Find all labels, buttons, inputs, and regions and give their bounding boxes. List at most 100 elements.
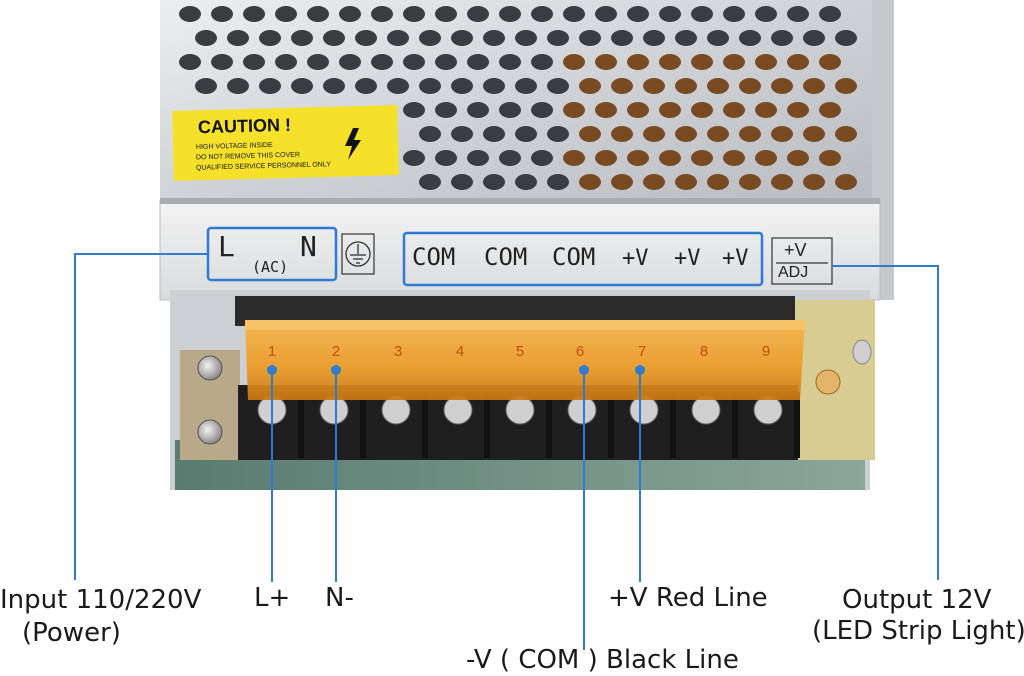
panel-v-2: +V — [674, 246, 701, 271]
vent-hole — [243, 6, 265, 22]
panel-fold — [160, 198, 880, 204]
vent-hole — [659, 102, 681, 118]
vent-hole — [467, 102, 489, 118]
vent-hole — [499, 54, 521, 70]
vent-hole — [499, 102, 521, 118]
vent-hole — [451, 174, 473, 190]
vent-hole — [691, 6, 713, 22]
vent-hole — [339, 54, 361, 70]
vent-hole — [419, 30, 441, 46]
vent-hole — [755, 150, 777, 166]
dot-n — [331, 365, 341, 375]
vent-hole — [515, 126, 537, 142]
vent-hole — [627, 54, 649, 70]
caution-title: CAUTION ! — [197, 114, 292, 138]
vent-hole — [291, 30, 313, 46]
vent-hole — [595, 102, 617, 118]
terminal-screw — [629, 395, 659, 425]
terminal-number: 6 — [575, 343, 585, 360]
vent-hole — [195, 78, 217, 94]
vent-hole — [563, 54, 585, 70]
vent-hole — [435, 54, 457, 70]
panel-com-1: COM — [412, 243, 456, 271]
vent-hole — [467, 150, 489, 166]
vent-hole — [419, 174, 441, 190]
vent-hole — [707, 174, 729, 190]
input-callout-line2: (Power) — [22, 618, 121, 648]
vent-hole — [243, 54, 265, 70]
vent-hole — [403, 150, 425, 166]
vent-hole — [739, 30, 761, 46]
vent-hole — [515, 78, 537, 94]
vent-hole — [499, 6, 521, 22]
output-callout-line1: Output 12V — [842, 585, 992, 615]
vent-hole — [515, 30, 537, 46]
vent-hole — [691, 102, 713, 118]
vent-hole — [387, 78, 409, 94]
vent-hole — [547, 78, 569, 94]
vent-hole — [835, 174, 857, 190]
vent-hole — [355, 78, 377, 94]
terminal-screw — [381, 395, 411, 425]
label-panel — [159, 199, 881, 301]
vent-hole — [419, 78, 441, 94]
panel-adj-label: ADJ — [778, 264, 809, 281]
vent-hole — [611, 78, 633, 94]
vent-hole — [675, 174, 697, 190]
vent-hole — [371, 6, 393, 22]
vent-hole — [611, 174, 633, 190]
vent-hole — [179, 54, 201, 70]
cover-edge — [245, 320, 805, 330]
terminal-separator — [732, 392, 738, 458]
dot-l — [267, 365, 277, 375]
terminal-separator — [546, 392, 552, 458]
panel-adj-v: +V — [784, 240, 807, 260]
vent-hole — [771, 126, 793, 142]
vent-hole — [531, 54, 553, 70]
vent-hole — [675, 126, 697, 142]
dot-com — [579, 365, 589, 375]
red-line-label: +V Red Line — [608, 583, 768, 613]
callout-dots — [267, 365, 645, 375]
vent-hole — [819, 102, 841, 118]
vent-hole — [563, 150, 585, 166]
vent-hole — [451, 30, 473, 46]
vent-hole — [259, 78, 281, 94]
vent-hole — [691, 54, 713, 70]
vent-hole — [323, 78, 345, 94]
vent-hole — [371, 54, 393, 70]
vent-hole — [355, 30, 377, 46]
vent-hole — [499, 150, 521, 166]
vent-hole — [723, 54, 745, 70]
vent-hole — [211, 54, 233, 70]
callout-lines — [74, 253, 939, 650]
vent-hole — [723, 6, 745, 22]
vent-hole — [547, 30, 569, 46]
terminal-separator — [298, 392, 304, 458]
terminal-screw — [753, 395, 783, 425]
vent-hole — [419, 126, 441, 142]
terminal-number: 3 — [393, 343, 403, 360]
vent-hole — [611, 30, 633, 46]
vent-hole — [403, 6, 425, 22]
vent-hole — [483, 126, 505, 142]
input-callout-line1: Input 110/220V — [0, 585, 202, 615]
vent-hole — [515, 174, 537, 190]
terminal-number: 2 — [331, 343, 341, 360]
vent-hole — [659, 54, 681, 70]
terminal-screws — [257, 392, 800, 458]
vent-hole — [307, 6, 329, 22]
vent-hole — [803, 126, 825, 142]
vent-hole — [595, 150, 617, 166]
terminal-screw — [505, 395, 535, 425]
vent-hole — [723, 150, 745, 166]
vent-hole — [595, 54, 617, 70]
vent-hole — [819, 54, 841, 70]
vent-hole — [403, 102, 425, 118]
terminal-screw — [443, 395, 473, 425]
ground-box — [341, 233, 375, 275]
vent-hole — [323, 30, 345, 46]
l-plus-label: L+ — [254, 583, 291, 613]
vent-hole — [675, 30, 697, 46]
